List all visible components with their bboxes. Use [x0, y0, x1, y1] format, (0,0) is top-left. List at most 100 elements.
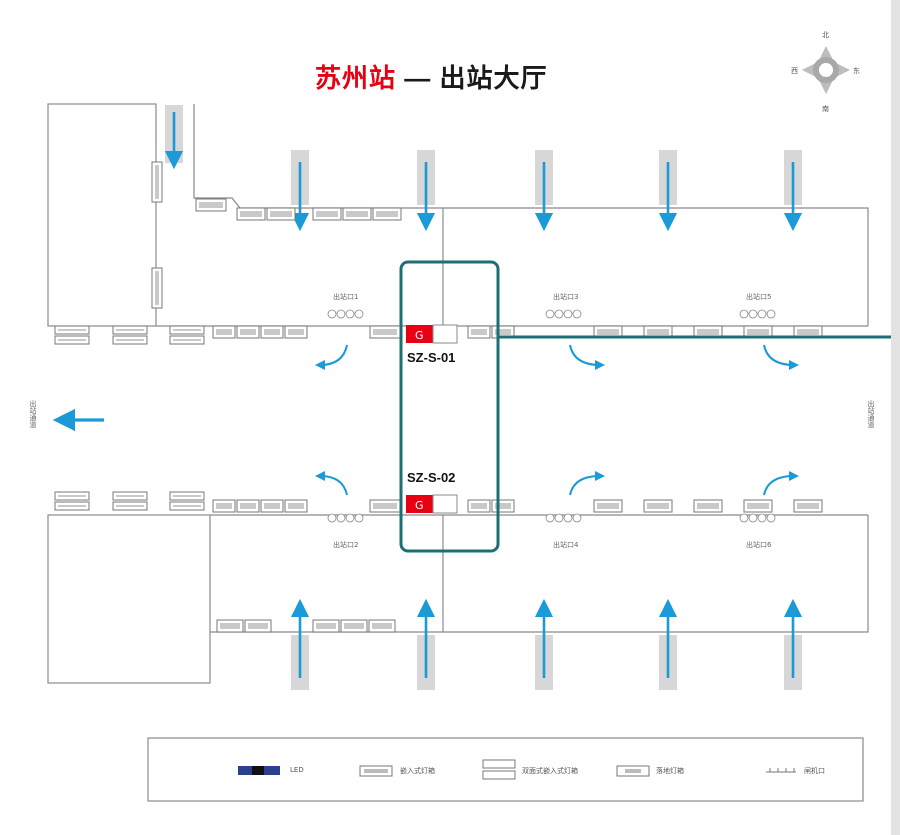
ad-spot-01[interactable]: G [406, 324, 458, 344]
stairs-top [165, 105, 802, 205]
lightbox-panel [471, 329, 487, 335]
lightbox-panel [373, 503, 397, 509]
stairs-bottom [291, 635, 802, 690]
gate-dot [739, 513, 749, 523]
lightbox-panel [747, 329, 769, 335]
lightbox-panel [344, 623, 364, 629]
lightbox-panel [240, 503, 256, 509]
lightbox-panel [58, 339, 86, 341]
gate-dot [739, 309, 749, 319]
ad-spot-label-02: SZ-S-02 [407, 470, 456, 485]
lightbox-panel [316, 623, 336, 629]
svg-text:G: G [415, 329, 424, 342]
compass-north: 北 [822, 31, 829, 39]
lightbox-panel [116, 329, 144, 331]
lightbox-panel [797, 329, 819, 335]
gate-dot [354, 513, 364, 523]
ticket-gates [327, 309, 776, 523]
gate-dot [336, 513, 346, 523]
lightbox-panel [248, 623, 268, 629]
gate-dot [572, 513, 582, 523]
lightbox-panel [58, 505, 86, 507]
gate-dot [748, 513, 758, 523]
lightbox-panel [116, 339, 144, 341]
side-label-west: 出站通道 [29, 400, 37, 428]
gate-dot [554, 309, 564, 319]
hall-walls [156, 104, 869, 633]
scrollbar[interactable] [891, 0, 900, 835]
gate-label-top-2: 出站口3 [553, 293, 579, 301]
lightbox-panel [155, 165, 159, 199]
lightbox-panel [240, 211, 262, 217]
gate-dot [563, 513, 573, 523]
gate-dot [345, 513, 355, 523]
hall-name: 出站大厅 [439, 63, 548, 93]
lightbox-panel [173, 505, 201, 507]
side-label-east: 出站通道 [867, 400, 875, 428]
gate-dot [327, 309, 337, 319]
lightbox-panel [316, 211, 338, 217]
legend-label-led: LED [290, 766, 304, 774]
gate-dot [572, 309, 582, 319]
ad-spot-label-01: SZ-S-01 [407, 350, 456, 365]
compass-south: 南 [822, 105, 829, 113]
lightbox-panel [270, 211, 292, 217]
gate-dot [545, 513, 555, 523]
svg-text:G: G [415, 499, 424, 512]
compass-east: 东 [853, 67, 860, 75]
flow-arrows-vertical [52, 112, 803, 678]
gate-dot [757, 513, 767, 523]
compass-west: 西 [791, 67, 798, 75]
gate-dot [563, 309, 573, 319]
legend-label-double-lightbox: 双面式嵌入式灯箱 [522, 767, 578, 775]
building-block-sw [47, 514, 211, 684]
lightbox-panel [58, 495, 86, 497]
legend-label-standing-lightbox: 落地灯箱 [656, 767, 684, 775]
lightbox-panel [240, 329, 256, 335]
lightbox-panel [155, 271, 159, 305]
gate-label-bottom-1: 出站口2 [333, 541, 359, 549]
gate-dot [766, 513, 776, 523]
lightbox-panel [264, 503, 280, 509]
gate-dot [757, 309, 767, 319]
legend-label-lightbox: 嵌入式灯箱 [400, 767, 435, 775]
lightbox-panel [597, 503, 619, 509]
lightbox-panel [173, 339, 201, 341]
gate-dot [345, 309, 355, 319]
lightbox-panel [116, 505, 144, 507]
station-name: 苏州站 [315, 63, 397, 93]
gate-label-bottom-3: 出站口6 [746, 541, 772, 549]
gate-dot [354, 309, 364, 319]
gate-label-top-1: 出站口1 [333, 293, 359, 301]
gate-dot [545, 309, 555, 319]
lightbox-panel [597, 329, 619, 335]
lightbox-panel [495, 503, 511, 509]
gate-dot [748, 309, 758, 319]
lightbox-panel [173, 495, 201, 497]
flow-arrows-curved [315, 344, 799, 496]
lightbox-panel [264, 329, 280, 335]
gate-label-top-3: 出站口5 [746, 293, 772, 301]
page-title: 苏州站 — 出站大厅 [315, 58, 547, 95]
ad-spot-02[interactable]: G [406, 494, 458, 514]
lightbox-panel [697, 503, 719, 509]
gate-dot [327, 513, 337, 523]
lightbox-panel [647, 329, 669, 335]
lightbox-panel [373, 329, 397, 335]
lightbox-panel [376, 211, 398, 217]
lightbox-panel [372, 623, 392, 629]
lightbox-panel [471, 503, 487, 509]
lightbox-panel [199, 202, 223, 208]
lightbox-panel [697, 329, 719, 335]
gate-dot [766, 309, 776, 319]
lightbox-panel [216, 503, 232, 509]
gate-label-bottom-2: 出站口4 [553, 541, 579, 549]
lightbox-panel [173, 329, 201, 331]
lightbox-panel [747, 503, 769, 509]
lightbox-panel [116, 495, 144, 497]
legend-label-ticket-gate: 闸机口 [804, 767, 825, 775]
gate-dot [336, 309, 346, 319]
lightbox-panel [647, 503, 669, 509]
building-block-nw [47, 103, 157, 327]
